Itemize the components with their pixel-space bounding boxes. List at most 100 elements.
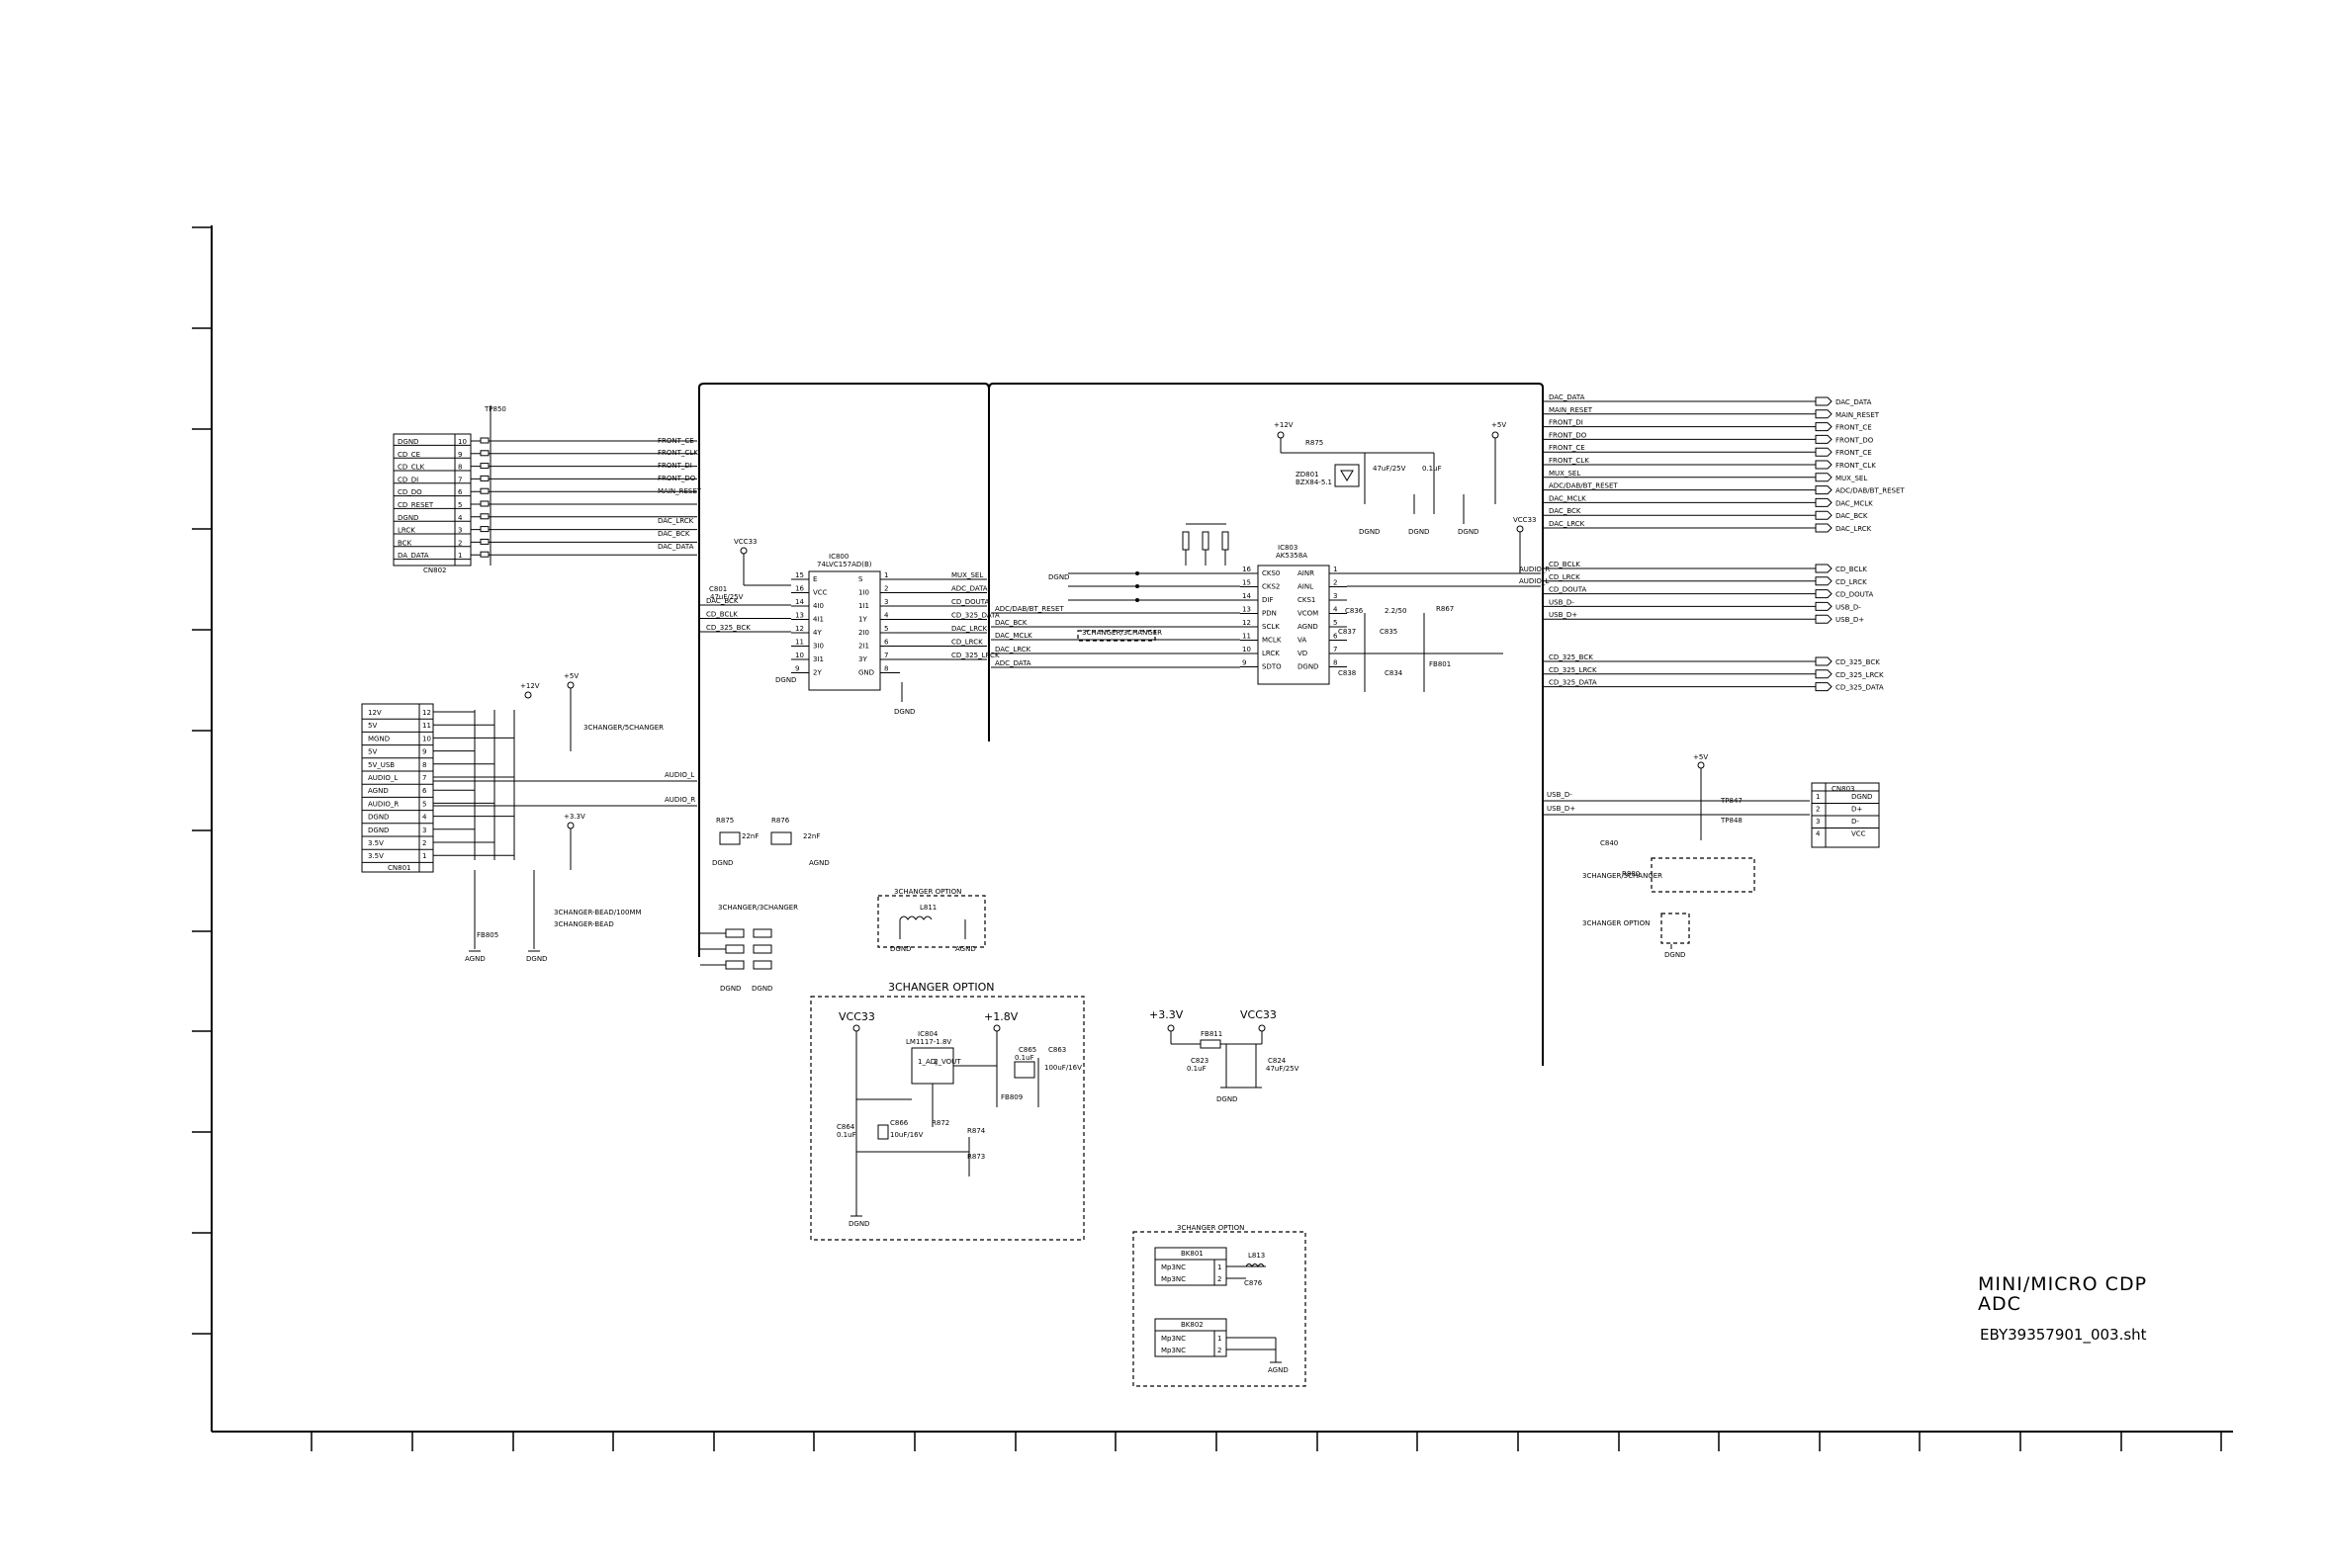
cn801-pin-number: 11 xyxy=(422,722,431,730)
pwr-12v: +12V xyxy=(520,682,540,690)
gnd-dgnd-4: DGND xyxy=(1458,528,1478,536)
ic800-left-name: E xyxy=(813,575,817,583)
cap-c815: 0.1uF xyxy=(1422,465,1442,473)
ic803-left-pin: 15 xyxy=(1242,579,1251,587)
net-audio-r: AUDIO_R xyxy=(665,796,695,804)
ic800-ref: IC800 xyxy=(829,553,849,561)
gnd-dgnd-1: DGND xyxy=(526,955,547,963)
cn802-pin-label: CD_DO xyxy=(398,488,422,496)
vcc-filter: +3.3V VCC33 FB811 C823 0.1uF C824 47uF/2… xyxy=(1149,1008,1299,1103)
ic803-right-name: CKS1 xyxy=(1297,596,1315,604)
cn802-pin-label: BCK xyxy=(398,539,412,547)
ic804-pin1: 1_ADJ xyxy=(918,1058,938,1066)
cap-c835: C835 xyxy=(1380,628,1397,636)
cn802-net-label: FRONT_DO xyxy=(658,475,696,482)
cn801-pin-number: 10 xyxy=(422,735,431,742)
net-port-arrow xyxy=(1815,576,1833,586)
cn801-pin-label: AUDIO_R xyxy=(368,800,399,808)
flt-v33: +3.3V xyxy=(1149,1008,1184,1021)
option-box-bk: 3CHANGER OPTION BK801 Mp3NC Mp3NC 1 2 BK… xyxy=(1132,1224,1306,1387)
cap-c863: C863 xyxy=(1048,1046,1066,1054)
ic800-left-name: 2Y xyxy=(813,669,822,677)
ldo-v18: +1.8V xyxy=(984,1010,1019,1023)
res-r874: R874 xyxy=(967,1127,986,1135)
ind-l811: L811 xyxy=(920,904,937,912)
cap-c876: C876 xyxy=(1244,1279,1263,1287)
right-port-label: DAC_DATA xyxy=(1835,398,1872,406)
ic803-right-name: VD xyxy=(1297,650,1307,657)
adc-vcc: VCC33 xyxy=(1513,516,1536,524)
cn801-pin-label: 12V xyxy=(368,709,382,717)
net-audio-l: AUDIO_L xyxy=(665,771,694,779)
ic803-net-label: ADC/DAB/BT_RESET xyxy=(995,605,1064,613)
bk802-l2: Mp3NC xyxy=(1161,1347,1186,1354)
ic803-left-name: CKS0 xyxy=(1262,569,1280,577)
gnd-agnd-1: AGND xyxy=(465,955,486,963)
net-port-arrow xyxy=(1815,473,1833,482)
right-port-label: MUX_SEL xyxy=(1835,475,1867,482)
ic803-left-pin: 13 xyxy=(1242,606,1251,614)
bk802-l1: Mp3NC xyxy=(1161,1335,1186,1343)
right-net-label: DAC_MCLK xyxy=(1549,494,1586,502)
cn801-pin-label: AGND xyxy=(368,787,389,795)
ic803-right-pin: 1 xyxy=(1333,566,1337,573)
ic800-left-net: DAC_BCK xyxy=(706,597,739,605)
right-port-label: CD_325_DATA xyxy=(1835,684,1884,692)
cap-c824: C824 xyxy=(1268,1057,1287,1065)
cn802-ref: CN802 xyxy=(423,566,447,574)
ic803-left-name: DIF xyxy=(1262,596,1273,604)
cn803-ref: CN803 xyxy=(1832,785,1855,793)
ic804-part: LM1117-1.8V xyxy=(906,1038,951,1046)
ic803-right-name: VCOM xyxy=(1297,610,1318,618)
net-port-arrow xyxy=(1815,589,1833,599)
ic804-ref: IC804 xyxy=(918,1030,939,1038)
cn803-pin-label: D- xyxy=(1851,818,1859,826)
ic803-right-name: AINR xyxy=(1297,569,1314,577)
cn801-pin-label: 5V xyxy=(368,748,377,756)
right-net-label: DAC_DATA xyxy=(1549,393,1585,401)
ic803-right-pin: 2 xyxy=(1333,579,1337,587)
ic803-net-label: ADC_DATA xyxy=(995,659,1031,667)
cap-c824-val: 47uF/25V xyxy=(1266,1065,1299,1073)
gnd-l811-b: AGND xyxy=(955,945,976,953)
cap-c864: C864 xyxy=(837,1123,855,1131)
cn801-pin-label: DGND xyxy=(368,827,389,834)
right-net-label: DAC_BCK xyxy=(1549,507,1581,515)
ic803-left-name: CKS2 xyxy=(1262,583,1280,591)
right-net-label: MAIN_RESET xyxy=(1549,406,1593,414)
cn803-pin-number: 4 xyxy=(1816,830,1821,838)
bead-fb811: FB811 xyxy=(1201,1030,1222,1038)
cn801-pin-label: MGND xyxy=(368,735,390,742)
ic800-right-net: ADC_DATA xyxy=(951,585,988,593)
usb-changer-opt: 3CHANGER/5CHANGER xyxy=(1582,872,1662,880)
junction-dot xyxy=(1135,584,1139,588)
cn801-pin-number: 6 xyxy=(422,787,427,795)
right-port-label: CD_325_BCK xyxy=(1835,658,1880,666)
cn801-pin-number: 9 xyxy=(422,748,426,756)
right-port-label: CD_BCLK xyxy=(1835,566,1867,573)
bk801-p1: 1 xyxy=(1217,1263,1221,1271)
ic803-right-pin: 6 xyxy=(1333,633,1338,641)
ic803-left-pin: 14 xyxy=(1242,592,1251,600)
cn802-pin-number: 8 xyxy=(458,464,462,472)
ic800-left-name: 4I1 xyxy=(813,616,824,624)
ic800-left-pin: 10 xyxy=(795,652,804,659)
gnd-ic800-2: DGND xyxy=(894,708,915,716)
cn802-tp xyxy=(480,538,490,545)
ic800-right-name: 3Y xyxy=(858,655,867,663)
cn802-tp xyxy=(480,487,490,494)
ic800-left-pin: 12 xyxy=(795,625,804,633)
right-net-label: CD_325_LRCK xyxy=(1549,666,1597,674)
junction-dot xyxy=(1135,598,1139,602)
ic803-left-pin: 9 xyxy=(1242,659,1246,667)
res-r875b: R875 xyxy=(716,817,734,825)
resistor-pad xyxy=(753,960,772,970)
ic800-right-net: CD_325_LRCK xyxy=(951,652,1000,659)
cn802-pin-label: LRCK xyxy=(398,527,415,535)
right-net-label: CD_DOUTA xyxy=(1549,586,1587,594)
gnd-ic800: DGND xyxy=(775,676,796,684)
ic803-left-pin: 16 xyxy=(1242,566,1251,573)
pwr-3v3-left: +3.3V xyxy=(564,813,585,821)
resistor-pad xyxy=(753,944,772,954)
bead-fb801: FB801 xyxy=(1429,660,1451,668)
